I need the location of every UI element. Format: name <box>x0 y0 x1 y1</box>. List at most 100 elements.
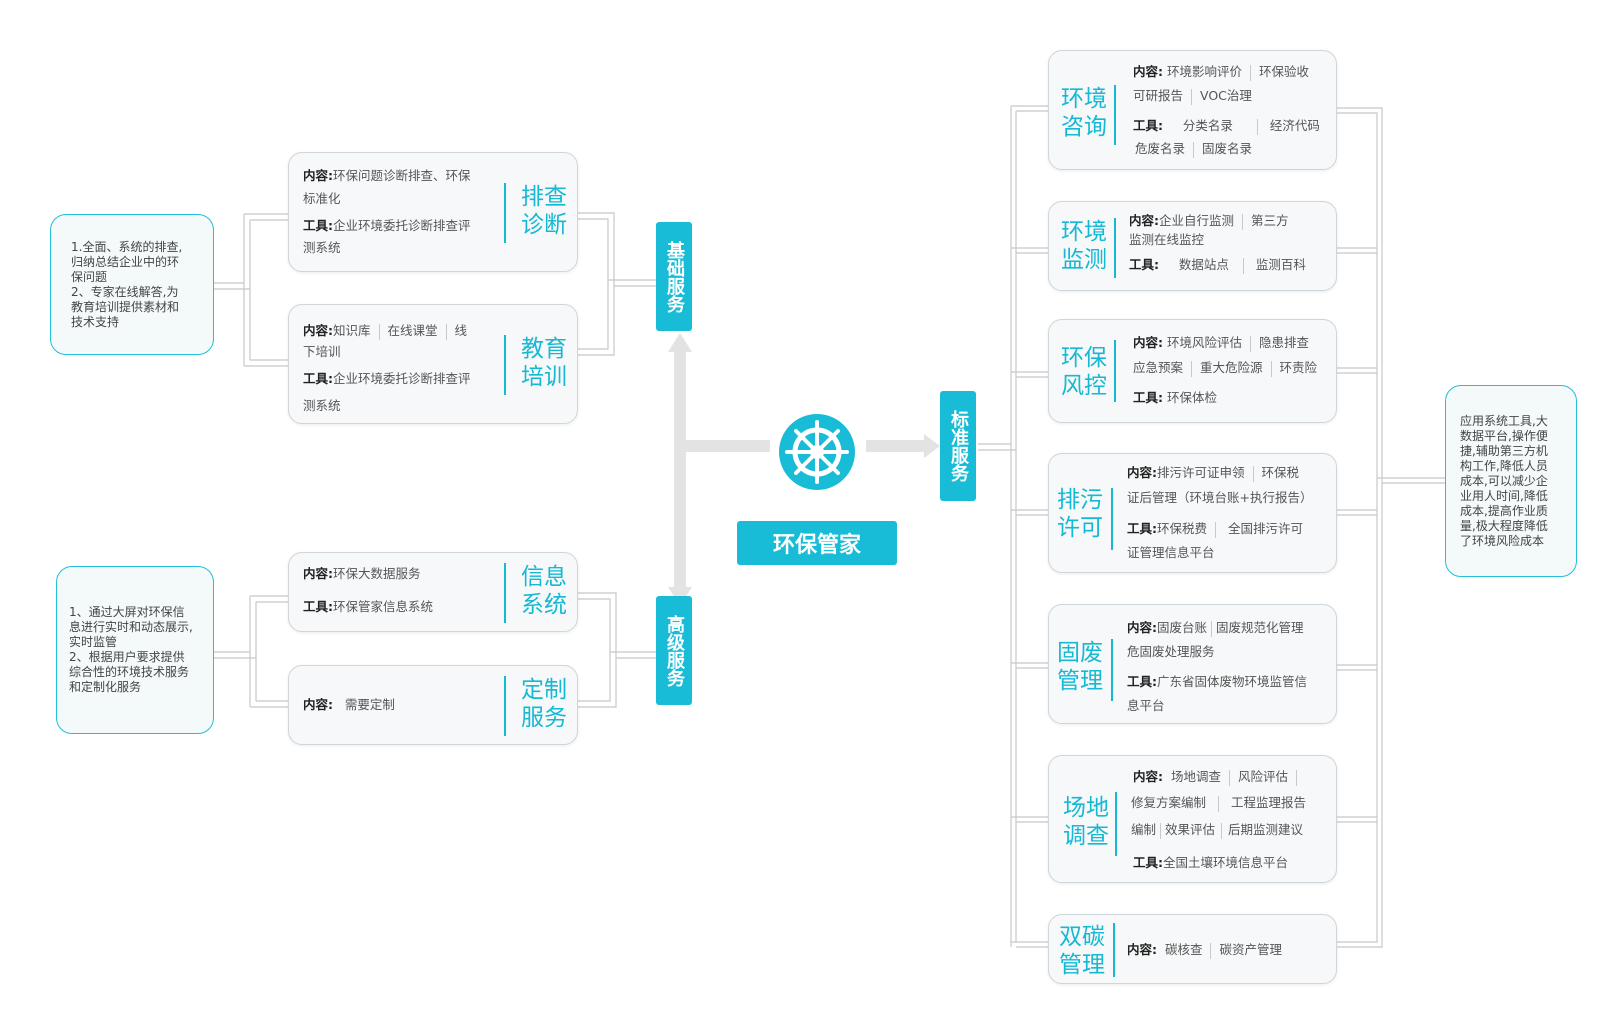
text: 内容: 环境影响评价环保验收 <box>1133 63 1309 81</box>
text: 测系统 <box>303 240 341 255</box>
divider <box>1114 218 1116 278</box>
divider <box>1111 488 1113 550</box>
text: 内容: <box>303 566 333 581</box>
text: 工具: <box>1127 521 1157 536</box>
text: 工具: <box>1129 257 1159 272</box>
text: 服务 <box>521 705 567 731</box>
separator <box>1218 795 1220 812</box>
text: 全国排污许可 <box>1228 521 1304 536</box>
text: 工具: <box>1133 118 1163 133</box>
text: 工具: 环保体检 <box>1133 389 1217 406</box>
text: 环境 <box>1061 219 1107 245</box>
note-standard-text: 应用系统工具,大 数据平台,操作便 捷,辅助第三方机 构工作,降低人员 成本,可… <box>1460 413 1548 548</box>
text: 风险评估 <box>1237 769 1288 784</box>
text: 全国土壤环境信息平台 <box>1163 855 1289 870</box>
text: 培训 <box>521 364 567 390</box>
note-advanced-text: 1、通过大屏对环保信 息进行实时和动态展示, 实时监管 2、根据用户要求提供 综… <box>69 605 193 694</box>
card-training: 内容:知识库在线课堂线 下培训 工具:企业环境委托诊断排查评 测系统 教育培训 <box>288 304 578 424</box>
separator <box>1160 822 1162 839</box>
text: 环责险 <box>1279 360 1318 375</box>
text: 工具:企业环境委托诊断排查评 <box>303 370 471 387</box>
separator <box>445 323 447 340</box>
text: 环保管家信息系统 <box>333 599 434 614</box>
center-title: 环保管家 <box>737 521 897 565</box>
text: 后期监测建议 <box>1228 822 1304 837</box>
text: 场地调查 <box>1170 769 1221 784</box>
text: 环保体检 <box>1166 390 1217 405</box>
text: 经济代码 <box>1269 118 1320 133</box>
separator <box>1270 360 1272 377</box>
text: 工具: <box>1127 674 1157 689</box>
text: 排查 <box>521 184 567 210</box>
text: 信息 <box>521 564 567 590</box>
text: 环保验收 <box>1259 64 1310 79</box>
text: 碳核查 <box>1164 942 1203 957</box>
note-basic: 1.全面、系统的排查, 归纳总结企业中的环 保问题 2、专家在线解答,为 教育培… <box>50 214 214 355</box>
separator <box>1221 822 1223 839</box>
text: 危固废处理服务 <box>1127 644 1215 659</box>
card-diagnosis-title: 排查诊断 <box>521 183 567 239</box>
separator <box>1210 942 1212 959</box>
text: 工具: <box>303 218 333 233</box>
text: 内容:企业自行监测第三方 <box>1129 212 1289 230</box>
text: 内容: <box>1127 942 1157 957</box>
text: 工具:企业环境委托诊断排查评 <box>303 217 471 234</box>
text: 风控 <box>1061 373 1107 399</box>
text: 内容:知识库在线课堂线 <box>303 322 467 340</box>
text: 工具: <box>1133 390 1163 405</box>
text: 排污 <box>1057 487 1103 513</box>
text: 管理 <box>1059 952 1105 978</box>
text: 编制效果评估后期监测建议 <box>1131 821 1303 839</box>
text: 内容:排污许可证申领环保税 <box>1127 464 1299 482</box>
text: 数据站点 <box>1178 257 1229 272</box>
text: 可研报告 <box>1133 88 1184 103</box>
text: 监测百科 <box>1255 257 1306 272</box>
text: 碳资产管理 <box>1219 942 1282 957</box>
text: 环保大数据服务 <box>333 566 421 581</box>
card-custom: 内容: 需要定制 定制服务 <box>288 665 578 745</box>
separator <box>1252 465 1254 482</box>
text: 环境 <box>1061 86 1107 112</box>
text: 工具: 数据站点 监测百科 <box>1129 256 1306 274</box>
divider <box>1114 85 1116 145</box>
separator <box>1295 769 1297 786</box>
text: 内容: 环境风险评估隐患排查 <box>1133 334 1309 352</box>
text: 内容: <box>1129 213 1159 228</box>
text: 应急预案重大危险源环责险 <box>1133 359 1317 377</box>
text: 教育 <box>521 336 567 362</box>
card-consult-title: 环境咨询 <box>1061 85 1107 141</box>
card-waste-title: 固废管理 <box>1057 639 1103 695</box>
ship-wheel-icon <box>779 414 855 490</box>
note-advanced: 1、通过大屏对环保信 息进行实时和动态展示, 实时监管 2、根据用户要求提供 综… <box>56 566 214 734</box>
card-dual-carbon: 双碳管理 内容: 碳核查碳资产管理 <box>1048 914 1337 984</box>
card-env-monitor: 环境监测 内容:企业自行监测第三方 监测在线监控 工具: 数据站点监测百科 <box>1048 201 1337 291</box>
text: 分类名录 <box>1182 118 1233 133</box>
divider <box>504 335 506 395</box>
divider <box>1114 340 1116 402</box>
text: 线 <box>454 323 468 338</box>
text: 编制 <box>1131 822 1157 837</box>
text: 固废台账 <box>1157 620 1208 635</box>
separator <box>1228 769 1230 786</box>
divider <box>1111 639 1113 701</box>
text: 环保问题诊断排查、环保 <box>333 168 471 183</box>
text: 诊断 <box>521 212 567 238</box>
text: 工具:全国土壤环境信息平台 <box>1133 854 1288 871</box>
separator <box>1191 88 1193 105</box>
divider <box>504 563 506 623</box>
card-monitor-title: 环境监测 <box>1061 218 1107 274</box>
text: 内容:环保大数据服务 <box>303 565 421 582</box>
text: 测系统 <box>303 398 341 413</box>
text: 许可 <box>1057 515 1103 541</box>
text: 工具: <box>303 599 333 614</box>
text: 定制 <box>521 677 567 703</box>
separator <box>1242 213 1244 230</box>
text: 工具: <box>1133 855 1163 870</box>
text: 内容: <box>1133 64 1163 79</box>
text: 固废 <box>1057 640 1103 666</box>
tag-standard-service: 标准服务 <box>940 391 976 501</box>
text: 广东省固体废物环境监管信 <box>1157 674 1308 689</box>
